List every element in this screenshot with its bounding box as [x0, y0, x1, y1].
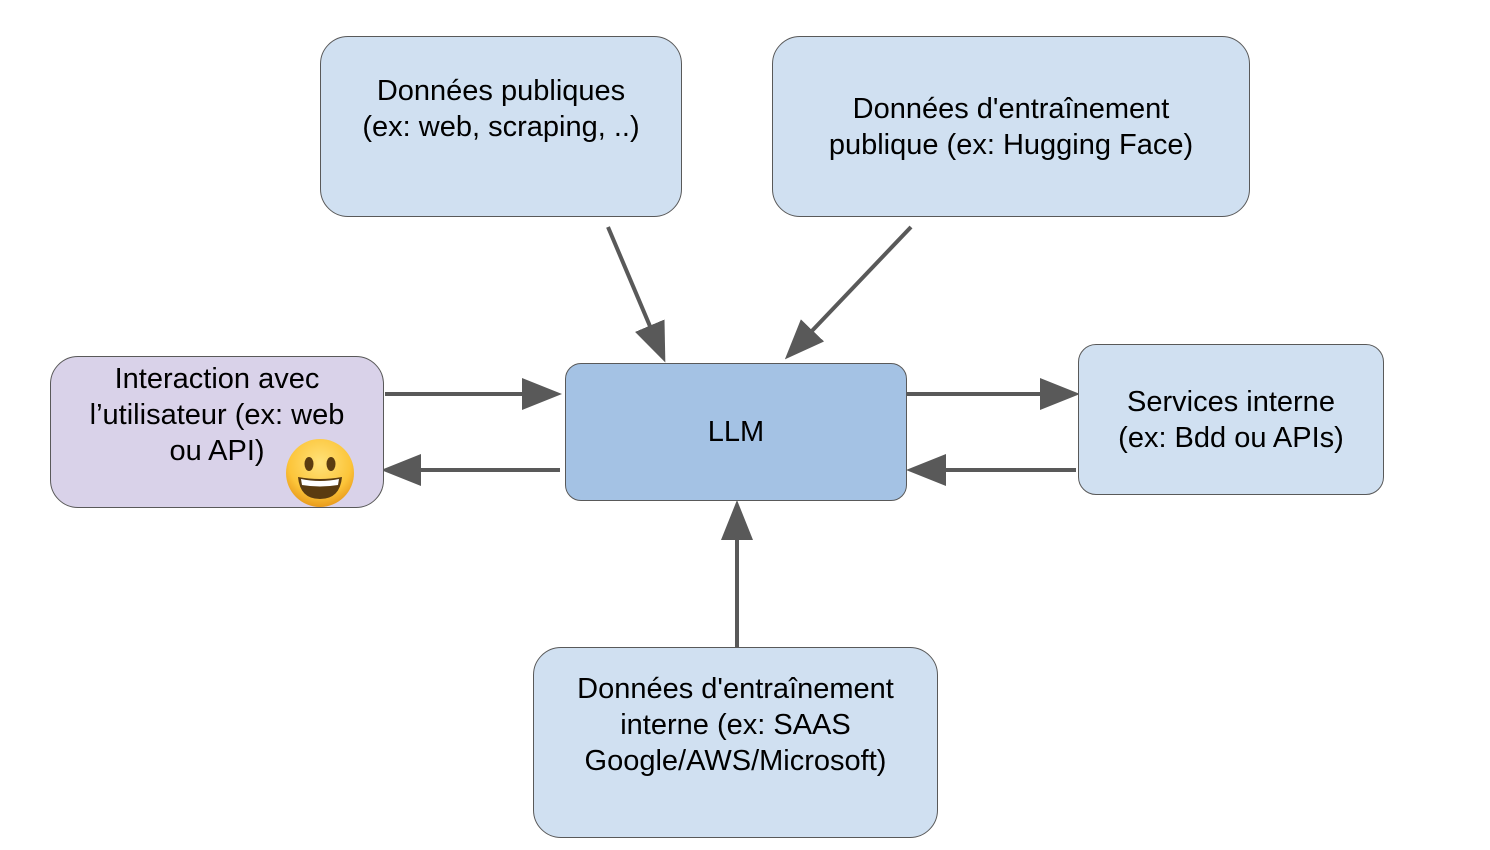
node-internal-training-data-label: Données d'entraînement interne (ex: SAAS… — [577, 673, 894, 777]
node-internal-training-data[interactable]: Données d'entraînement interne (ex: SAAS… — [533, 647, 938, 838]
arrow-public-data-to-llm — [606, 226, 666, 363]
node-public-data[interactable]: Données publiques (ex: web, scraping, ..… — [320, 36, 682, 217]
node-user-interaction-label: Interaction avec l’utilisateur (ex: web … — [89, 363, 345, 467]
grinning-face-icon — [286, 439, 354, 507]
node-public-training-data-label: Données d'entraînement publique (ex: Hug… — [828, 92, 1194, 161]
node-llm[interactable]: LLM — [565, 363, 907, 501]
node-public-data-label: Données publiques (ex: web, scraping, ..… — [362, 74, 640, 143]
node-internal-services[interactable]: Services interne (ex: Bdd ou APIs) — [1078, 344, 1384, 495]
node-llm-label: LLM — [707, 416, 765, 448]
node-internal-services-label: Services interne (ex: Bdd ou APIs) — [1118, 385, 1344, 454]
arrow-public-training-to-llm — [784, 225, 913, 360]
node-public-training-data[interactable]: Données d'entraînement publique (ex: Hug… — [772, 36, 1250, 217]
